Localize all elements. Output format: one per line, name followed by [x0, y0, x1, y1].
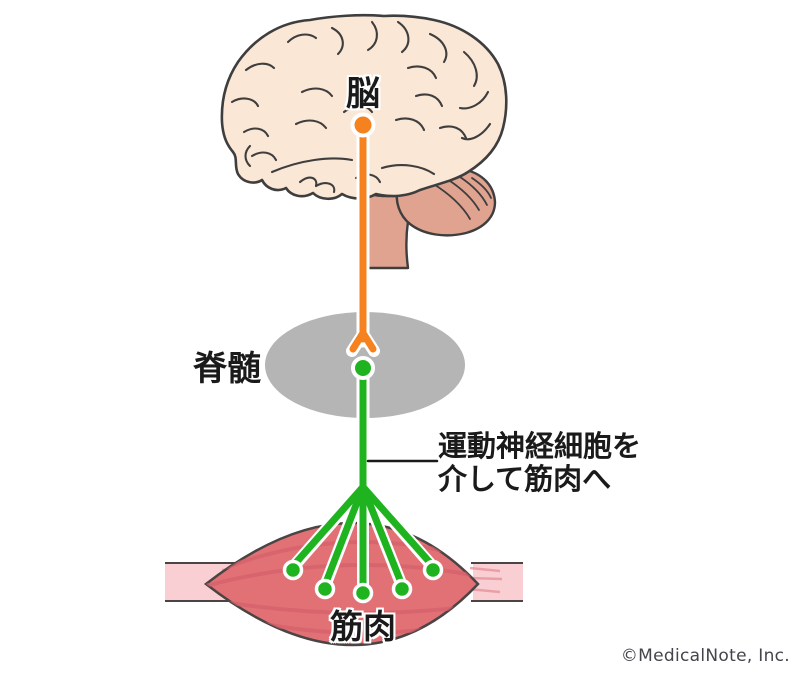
lower-motor-neuron-axon	[289, 372, 437, 593]
motor-neuron-annotation: 運動神経細胞を 介して筋肉へ	[438, 430, 641, 496]
sulci-lines	[230, 20, 492, 194]
annotation-line-1: 運動神経細胞を	[438, 429, 642, 463]
axon-terminal-fork-right	[359, 329, 377, 353]
annotation-line-2: 介して筋肉へ	[438, 462, 612, 496]
spinal-cord-label: 脊髄	[193, 349, 261, 389]
copyright-notice: ©MedicalNote, Inc.	[620, 646, 790, 666]
neuromuscular-junction-dots	[282, 559, 444, 604]
brain-label: 脳	[346, 74, 380, 114]
brain-origin-dot	[350, 112, 376, 138]
nerve-pathway	[282, 112, 444, 604]
upper-motor-neuron-axon	[349, 124, 377, 353]
brain-illustration	[220, 13, 508, 270]
motor-neuron-cell-body	[351, 356, 375, 380]
muscle-label: 筋肉	[330, 607, 396, 646]
